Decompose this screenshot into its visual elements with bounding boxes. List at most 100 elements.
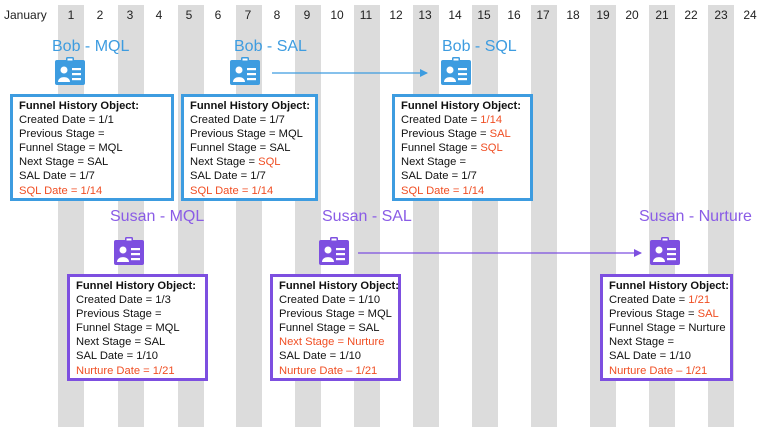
sal-date-row: SAL Date = 1/10 — [279, 349, 392, 363]
funnel-stage-row: Funnel Stage = MQL — [19, 141, 165, 155]
bob-mql-card: Funnel History Object: Created Date = 1/… — [10, 94, 174, 201]
day-label: 13 — [418, 8, 432, 22]
row-label: Next Stage = — [609, 336, 674, 349]
card-heading: Funnel History Object: — [279, 280, 399, 292]
day-label: 6 — [214, 8, 222, 22]
row-value: MQL — [278, 128, 303, 141]
card-heading: Funnel History Object: — [76, 280, 196, 292]
row-label: Previous Stage = — [190, 128, 279, 141]
row-label: Funnel Stage = — [76, 322, 156, 335]
row-label: Funnel Stage = — [190, 142, 270, 155]
row-value: Nurture — [688, 322, 726, 335]
row-value: MQL — [155, 322, 180, 335]
day-label: 10 — [330, 8, 344, 22]
row-label: SAL Date = — [19, 170, 80, 183]
day-label: 18 — [566, 8, 580, 22]
row-value: 1/7 — [250, 170, 266, 183]
row-label: Previous Stage = — [19, 128, 105, 141]
day-label: 2 — [96, 8, 104, 22]
row-value: 1/3 — [155, 294, 171, 307]
created-date-row: Created Date = 1/3 — [76, 293, 199, 307]
susan-mql-card: Funnel History Object: Created Date = 1/… — [67, 274, 208, 381]
sal-date-row: SAL Date = 1/10 — [609, 349, 724, 363]
row-value: SAL — [489, 128, 511, 141]
day-label: 8 — [273, 8, 281, 22]
row-value: 1/21 — [152, 364, 175, 377]
next-stage-row: Next Stage = Nurture — [279, 335, 392, 349]
row-label: Nurture Date – — [609, 364, 686, 377]
funnel-stage-row: Funnel Stage = SQL — [401, 141, 524, 155]
card-heading: Funnel History Object: — [19, 100, 139, 112]
id-badge-icon — [319, 237, 349, 265]
row-label: Next Stage = — [19, 156, 88, 169]
row-label: Previous Stage = — [76, 308, 162, 321]
row-label: Created Date = — [19, 114, 99, 127]
nurture-date-row: Nurture Date = 1/21 — [76, 364, 199, 378]
day-label: 11 — [359, 8, 373, 22]
row-value: 1/7 — [269, 114, 285, 127]
sal-date-row: SAL Date = 1/10 — [76, 349, 199, 363]
susan-nurture-card: Funnel History Object: Created Date = 1/… — [600, 274, 733, 381]
day-label: 16 — [507, 8, 521, 22]
id-badge-icon — [650, 237, 680, 265]
sal-date-row: SAL Date = 1/7 — [19, 169, 165, 183]
row-value: MQL — [367, 308, 392, 321]
day-label: 5 — [185, 8, 193, 22]
previous-stage-row: Previous Stage = SAL — [401, 127, 524, 141]
row-label: SQL Date = — [19, 184, 81, 197]
previous-stage-row: Previous Stage = SAL — [609, 307, 724, 321]
row-value: 1/14 — [251, 184, 274, 197]
nurture-date-row: Nurture Date – 1/21 — [609, 364, 724, 378]
row-value: 1/21 — [685, 364, 708, 377]
row-label: Funnel Stage = — [19, 142, 99, 155]
sql-date-row: SQL Date = 1/14 — [19, 184, 165, 198]
day-label: 20 — [625, 8, 639, 22]
row-label: Next Stage = — [401, 156, 466, 169]
sal-date-row: SAL Date = 1/7 — [190, 169, 309, 183]
day-stripe-15 — [472, 5, 498, 427]
row-label: Previous Stage = — [401, 128, 490, 141]
bob-sql-card: Funnel History Object: Created Date = 1/… — [392, 94, 533, 201]
susan-sal-card: Funnel History Object: Created Date = 1/… — [270, 274, 401, 381]
created-date-row: Created Date = 1/21 — [609, 293, 724, 307]
month-label: January — [4, 8, 47, 22]
day-label: 4 — [155, 8, 163, 22]
created-date-row: Created Date = 1/14 — [401, 113, 524, 127]
row-value: 1/10 — [358, 294, 381, 307]
id-badge-icon — [55, 57, 85, 85]
row-label: Created Date = — [609, 294, 689, 307]
row-value: 1/10 — [669, 350, 692, 363]
row-value: SAL — [697, 308, 719, 321]
day-label: 19 — [596, 8, 610, 22]
day-label: 24 — [743, 8, 757, 22]
funnel-stage-row: Funnel Stage = SAL — [279, 321, 392, 335]
row-label: SQL Date = — [190, 184, 252, 197]
day-label: 14 — [448, 8, 462, 22]
next-stage-row: Next Stage = SAL — [19, 155, 165, 169]
sql-date-row: SQL Date = 1/14 — [401, 184, 524, 198]
day-label: 15 — [477, 8, 491, 22]
row-value: SAL — [269, 142, 291, 155]
row-value: 1/10 — [136, 350, 159, 363]
card-heading: Funnel History Object: — [190, 100, 310, 112]
row-label: Previous Stage = — [279, 308, 368, 321]
row-label: Nurture Date = — [76, 364, 153, 377]
created-date-row: Created Date = 1/10 — [279, 293, 392, 307]
row-value: SQL — [258, 156, 281, 169]
row-value: 1/7 — [461, 170, 477, 183]
created-date-row: Created Date = 1/1 — [19, 113, 165, 127]
id-badge-icon — [230, 57, 260, 85]
day-label: 12 — [389, 8, 403, 22]
row-value: SAL — [358, 322, 380, 335]
row-label: SAL Date = — [279, 350, 340, 363]
row-value: Nurture — [347, 336, 385, 349]
next-stage-row: Next Stage = SAL — [76, 335, 199, 349]
bob-sal-card: Funnel History Object: Created Date = 1/… — [181, 94, 318, 201]
next-stage-row: Next Stage = SQL — [190, 155, 309, 169]
row-label: SAL Date = — [190, 170, 251, 183]
row-label: SAL Date = — [609, 350, 670, 363]
nurture-date-row: Nurture Date – 1/21 — [279, 364, 392, 378]
funnel-stage-row: Funnel Stage = Nurture — [609, 321, 726, 335]
row-value: 1/21 — [688, 294, 711, 307]
row-value: MQL — [98, 142, 123, 155]
